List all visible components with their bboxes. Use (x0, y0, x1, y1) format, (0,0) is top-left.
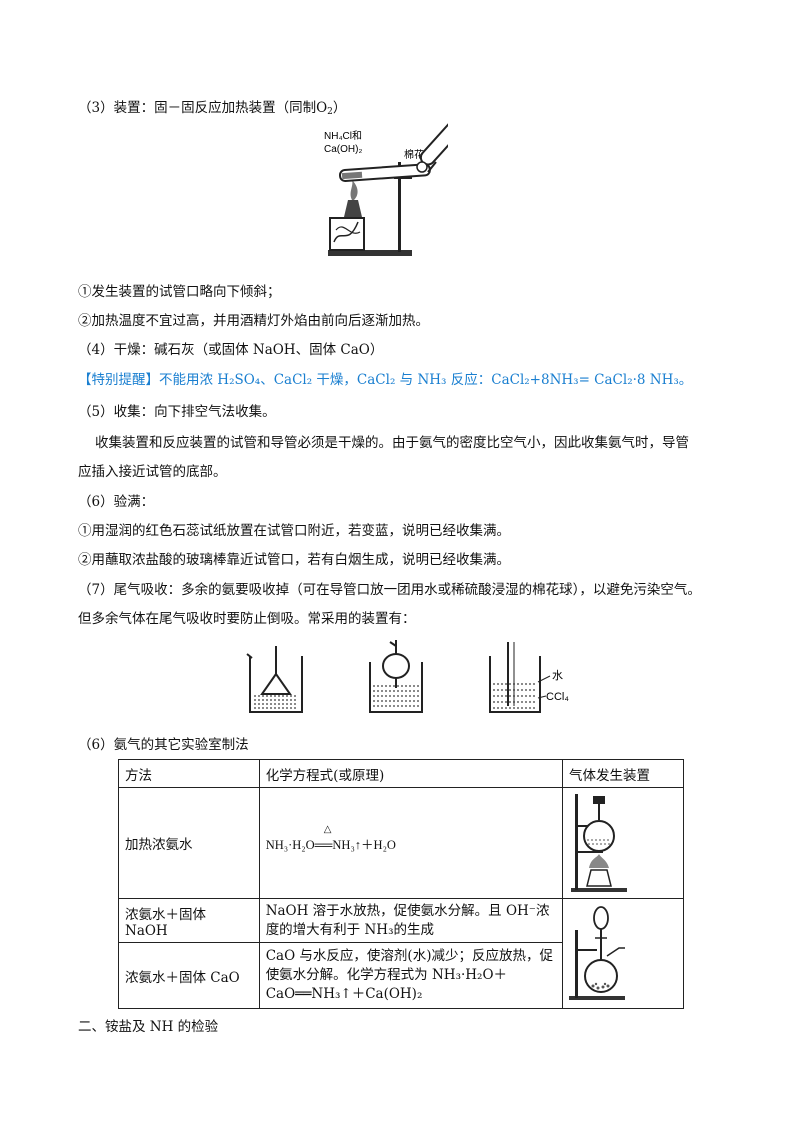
check-method-1: ①用湿润的红色石蕊试纸放置在试管口附近，若变蓝，说明已经收集满。 (78, 523, 510, 539)
beaker-bulb (369, 640, 423, 713)
table-header: 方法 (118, 759, 260, 788)
apparatus-cell-2 (561, 898, 685, 1009)
equation-text: NH₃·H₂O══NH₃↑＋H₂O (265, 837, 396, 852)
cotton-label: 棉花 (404, 148, 424, 161)
heat-mark: △ (323, 823, 332, 835)
section-3-title: （3）装置：固－固反应加热装置（同制O2） (78, 100, 347, 117)
section-5-paragraph-line-2: 应插入接近试管的底部。 (78, 464, 227, 480)
method-cell: 浓氨水＋固体 NaOH (118, 898, 260, 943)
equation-text: CaO 与水反应，使溶剂(水)减少；反应放热，促使氨水分解。化学方程式为 NH₃… (265, 948, 553, 1002)
special-tip: 【特别提醒】不能用浓 H₂SO₄、CaCl₂ 干燥，CaCl₂ 与 NH₃ 反应… (78, 370, 692, 390)
table-row: 浓氨水＋固体 NaOH NaOH 溶于水放热，促使氨水分解。且 OH⁻浓度的增大… (118, 898, 685, 1009)
method-cell: 浓氨水＋固体 CaO (118, 942, 260, 1009)
note-1: ①发生装置的试管口略向下倾斜； (78, 284, 281, 300)
table-header: 气体发生装置 (561, 759, 685, 788)
reagent-label-2: Ca(OH)₂ (324, 144, 362, 155)
dropping-funnel-apparatus (568, 905, 625, 1000)
beaker-ccl4: 水 CCl₄ (489, 642, 569, 713)
section-6-check-full: （6）验满： (78, 494, 155, 510)
tip-text: 不能用浓 H₂SO₄、CaCl₂ 干燥，CaCl₂ 与 NH₃ 反应：CaCl₂… (159, 372, 693, 388)
table-row: 加热浓氨水 △ NH₃·H₂O══NH₃↑＋H₂O (118, 787, 685, 899)
water-label: 水 (552, 669, 563, 682)
ccl4-label: CCl₄ (546, 691, 569, 703)
section-4-drying: （4）干燥：碱石灰（或固体 NaOH、固体 CaO） (78, 342, 384, 358)
table-header-row: 方法 化学方程式(或原理) 气体发生装置 (118, 759, 685, 788)
method-cell: 加热浓氨水 (118, 787, 260, 899)
other-methods-table: 方法 化学方程式(或原理) 气体发生装置 加热浓氨水 △ NH₃·H₂O══NH… (118, 759, 685, 1009)
tail-gas-absorption-figure: 水 CCl₄ (246, 640, 569, 713)
beaker-funnel (246, 646, 303, 713)
section-other-methods-title: （6）氨气的其它实验室制法 (78, 737, 249, 753)
table-header: 化学方程式(或原理) (258, 759, 563, 788)
equation-cell: CaO 与水反应，使溶剂(水)减少；反应放热，促使氨水分解。化学方程式为 NH₃… (258, 942, 563, 1009)
section-7-tail-gas-line-2: 但多余气体在尾气吸收时要防止倒吸。常采用的装置有： (78, 611, 416, 627)
heating-flask-apparatus (570, 794, 627, 892)
note-2: ②加热温度不宜过高，并用酒精灯外焰由前向后逐渐加热。 (78, 313, 429, 329)
equation-cell: △ NH₃·H₂O══NH₃↑＋H₂O (258, 787, 563, 899)
check-method-2: ②用蘸取浓盐酸的玻璃棒靠近试管口，若有白烟生成，说明已经收集满。 (78, 552, 510, 568)
tip-label: 【特别提醒】 (78, 372, 159, 388)
section-ammonium-title: 二、铵盐及 NH 的检验 (78, 1019, 219, 1035)
equation-cell: NaOH 溶于水放热，促使氨水分解。且 OH⁻浓度的增大有利于 NH₃的生成 (258, 898, 563, 943)
table-row: 浓氨水＋固体 CaO CaO 与水反应，使溶剂(水)减少；反应放热，促使氨水分解… (118, 942, 684, 1009)
section-7-tail-gas-line-1: （7）尾气吸收：多余的氨要吸收掉（可在导管口放一团用水或稀硫酸浸湿的棉花球），以… (78, 582, 701, 598)
section-5-collection: （5）收集：向下排空气法收集。 (78, 404, 276, 420)
reagent-label-1: NH₄Cl和 (324, 130, 362, 142)
solid-heating-apparatus-figure: NH₄Cl和 Ca(OH)₂ 棉花 (324, 122, 448, 256)
section-5-paragraph-line-1: 收集装置和反应装置的试管和导管必须是干燥的。由于氨气的密度比空气小，因此收集氨气… (95, 435, 689, 451)
apparatus-cell-1 (561, 787, 685, 899)
equation-text: NaOH 溶于水放热，促使氨水分解。且 OH⁻浓度的增大有利于 NH₃的生成 (265, 902, 550, 938)
